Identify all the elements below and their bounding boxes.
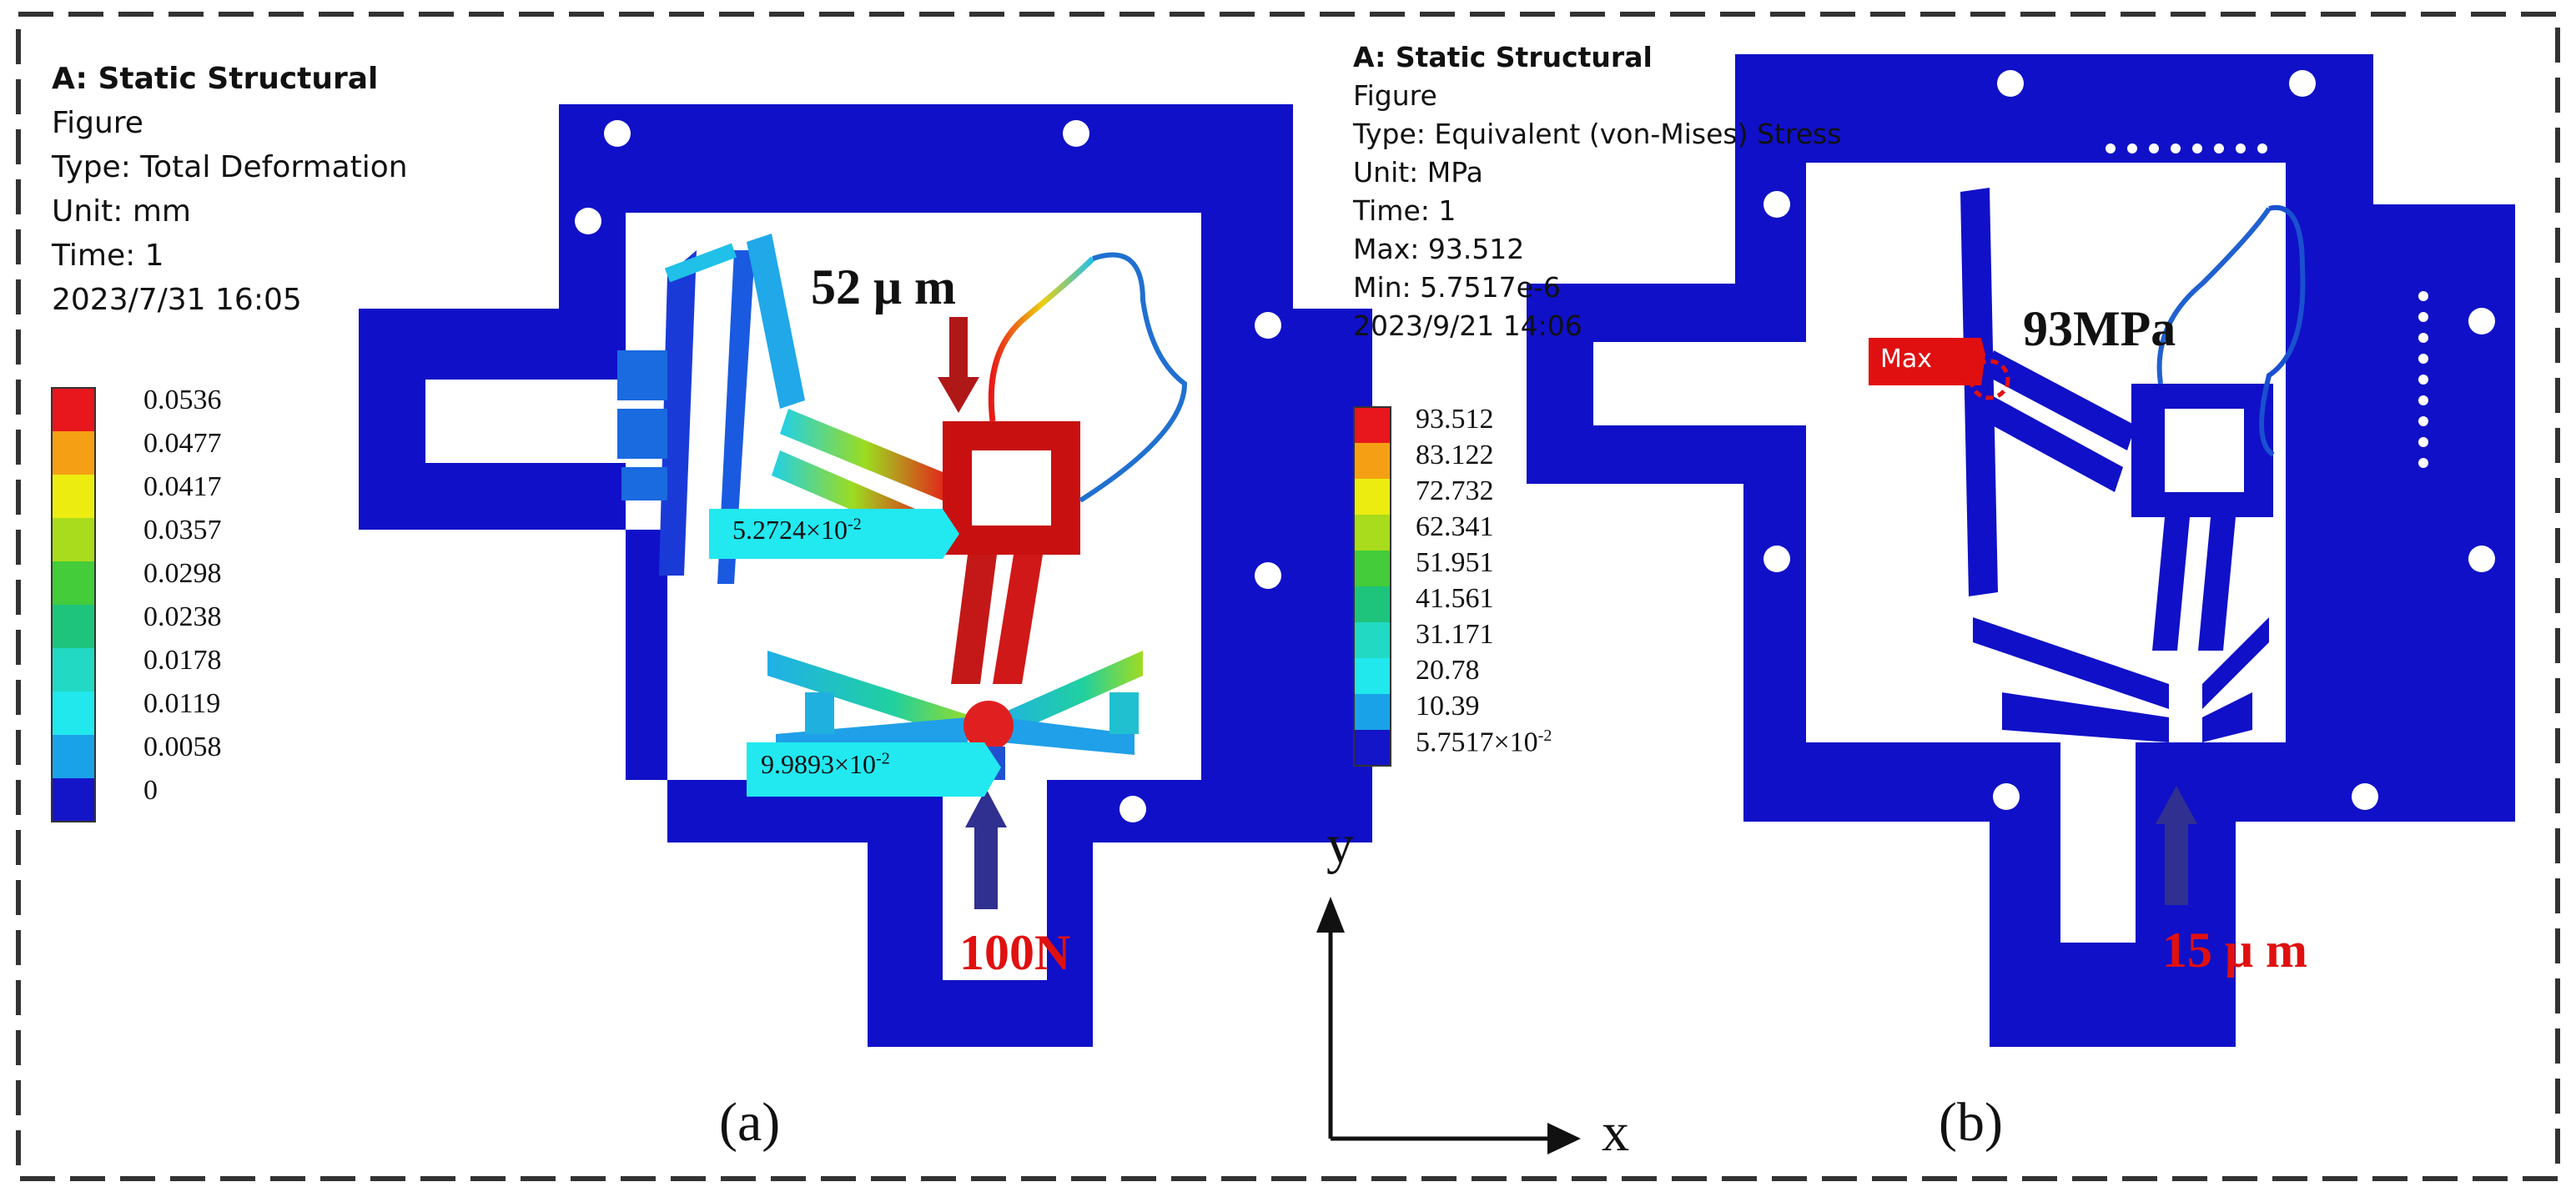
legend-swatch bbox=[52, 605, 95, 648]
legend-swatch bbox=[52, 735, 95, 778]
panel-a-probe-lower bbox=[747, 742, 1001, 797]
legend-label: 0.0298 bbox=[143, 558, 222, 589]
legend-label: 5.7517×10-2 bbox=[1416, 727, 1552, 758]
panel-b-model bbox=[1527, 54, 2515, 1047]
legend-swatch bbox=[1354, 551, 1391, 586]
panel-a-holes bbox=[575, 120, 1281, 822]
panel-b-info-type: Type: Equivalent (von-Mises) Stress bbox=[1353, 118, 1842, 150]
legend-swatch bbox=[52, 561, 95, 605]
panel-a-info-type: Type: Total Deformation bbox=[52, 150, 408, 184]
panel-b-caption: (b) bbox=[1939, 1092, 2003, 1153]
panel-b-max-tag: Max bbox=[1880, 345, 1933, 374]
panel-b-info-min: Min: 5.7517e-6 bbox=[1353, 271, 1561, 304]
legend-label: 20.78 bbox=[1416, 655, 1480, 686]
panel-a-load-arrow bbox=[965, 788, 1007, 909]
panel-b-stem-slot bbox=[1593, 342, 1806, 425]
legend-label: 0 bbox=[143, 775, 158, 806]
legend-label: 0.0477 bbox=[143, 428, 222, 459]
panel-b-info-date: 2023/9/21 14:06 bbox=[1353, 309, 1582, 342]
panel-b-max-marker bbox=[1869, 338, 2010, 400]
legend-swatch bbox=[52, 778, 95, 822]
legend-label: 10.39 bbox=[1416, 691, 1480, 722]
legend-label: 41.561 bbox=[1416, 583, 1494, 614]
panel-a-model bbox=[359, 104, 1372, 1047]
panel-b-info-figure: Figure bbox=[1353, 79, 1437, 112]
panel-b-stress-label: 93MPa bbox=[2023, 301, 2176, 356]
panel-b-frame bbox=[1527, 54, 2515, 1047]
legend-swatch bbox=[1354, 730, 1391, 766]
panel-a-info-unit: Unit: mm bbox=[52, 194, 191, 229]
panel-b-displacement-arrow bbox=[2156, 786, 2197, 905]
panel-b-info-max: Max: 93.512 bbox=[1353, 233, 1525, 265]
panel-a-info-date: 2023/7/31 16:05 bbox=[52, 283, 302, 317]
legend-border bbox=[51, 387, 96, 822]
panel-b-dot-row bbox=[2106, 143, 2428, 468]
panel-a-probe-upper-text: 5.2724×10-2 bbox=[732, 515, 862, 545]
legend-swatch bbox=[1354, 586, 1391, 622]
legend-swatch bbox=[1354, 515, 1391, 551]
legend-swatch bbox=[1354, 443, 1391, 479]
panel-a-frame bbox=[359, 104, 1372, 1047]
legend-swatch bbox=[52, 431, 95, 475]
panel-b-holes bbox=[1763, 70, 2495, 810]
panel-a-displacement-arrow bbox=[938, 317, 979, 413]
x-axis-arrowhead bbox=[1547, 1123, 1581, 1154]
legend-swatch bbox=[1354, 407, 1391, 443]
panel-a-displacement-label: 52 μ m bbox=[811, 259, 956, 314]
legend-label: 0.0357 bbox=[143, 515, 222, 546]
legend-swatch bbox=[52, 388, 95, 431]
y-axis-arrowhead bbox=[1316, 897, 1345, 933]
legend-swatch bbox=[1354, 658, 1391, 694]
panel-a-left-flexure bbox=[659, 250, 697, 576]
legend-label: 93.512 bbox=[1416, 404, 1494, 435]
panel-a-stem-slot bbox=[425, 380, 626, 463]
legend-label: 0.0238 bbox=[143, 601, 222, 632]
panel-a-info-title: A: Static Structural bbox=[52, 62, 379, 96]
legend-label: 0.0178 bbox=[143, 645, 222, 676]
legend-swatch bbox=[52, 475, 95, 518]
legend-swatch bbox=[52, 692, 95, 735]
x-axis-label: x bbox=[1602, 1102, 1629, 1163]
legend-swatch bbox=[52, 648, 95, 692]
panel-b-info-block: A: Static Structural Figure Type: Equiva… bbox=[1353, 38, 1841, 345]
legend-swatch bbox=[1354, 479, 1391, 515]
xy-axes bbox=[1328, 930, 1552, 1141]
legend-label: 0.0536 bbox=[143, 385, 222, 415]
legend-swatch bbox=[1354, 694, 1391, 730]
panel-a-info-block: A: Static Structural Figure Type: Total … bbox=[52, 57, 408, 322]
legend-label: 31.171 bbox=[1416, 619, 1494, 650]
panel-a-probe-lower-text: 9.9893×10-2 bbox=[761, 749, 890, 779]
panel-a-legend-bar bbox=[51, 387, 96, 822]
legend-label: 62.341 bbox=[1416, 511, 1494, 542]
panel-a-info-time: Time: 1 bbox=[52, 239, 164, 273]
legend-label: 51.951 bbox=[1416, 547, 1494, 578]
legend-label: 0.0119 bbox=[143, 688, 221, 719]
panel-b-info-time: Time: 1 bbox=[1353, 194, 1457, 227]
legend-label: 83.122 bbox=[1416, 440, 1494, 470]
legend-label: 0.0058 bbox=[143, 732, 222, 762]
panel-a-probe-upper bbox=[709, 509, 959, 559]
legend-label: 0.0417 bbox=[143, 471, 222, 502]
legend-swatch bbox=[52, 518, 95, 561]
legend-label: 72.732 bbox=[1416, 475, 1494, 506]
y-axis-label: y bbox=[1326, 814, 1354, 875]
panel-b-info-title: A: Static Structural bbox=[1353, 41, 1653, 73]
panel-b-info-unit: Unit: MPa bbox=[1353, 156, 1483, 189]
panel-a-caption: (a) bbox=[719, 1092, 781, 1153]
legend-border bbox=[1353, 406, 1391, 767]
outer-dashed-frame bbox=[16, 12, 2560, 1181]
panel-a-load-label: 100N bbox=[959, 925, 1071, 980]
panel-b-legend-bar bbox=[1353, 406, 1391, 767]
panel-b-displacement-label: 15 μ m bbox=[2162, 923, 2307, 978]
legend-swatch bbox=[1354, 622, 1391, 658]
panel-a-info-figure: Figure bbox=[52, 106, 143, 140]
